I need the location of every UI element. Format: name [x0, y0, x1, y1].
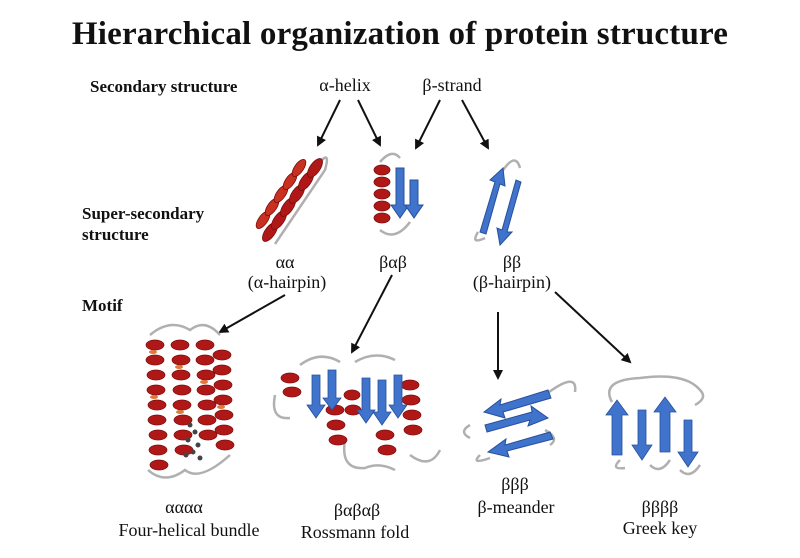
- rossmann-fold-label: Rossmann fold: [300, 522, 410, 542]
- beta-hairpin-structure: [473, 159, 522, 247]
- greek-key-structure: [605, 375, 705, 476]
- level-label-motif: Motif: [82, 296, 123, 315]
- arrow-alpha-to-bab: [357, 99, 381, 147]
- four-helical-bundle-symbol: αααα: [165, 497, 203, 517]
- four-helical-bundle-structure: [145, 323, 235, 479]
- level-label-secondary: Secondary structure: [90, 77, 238, 96]
- level-label-supersecondary-1: Super-secondary: [82, 204, 205, 223]
- beta-meander-label: β-meander: [477, 497, 555, 517]
- alpha-alpha-symbol: αα: [275, 252, 295, 272]
- arrow-beta-to-bab: [415, 99, 441, 150]
- beta-alpha-beta-structure: [373, 152, 424, 236]
- arrow-beta-to-bb: [461, 99, 489, 150]
- beta-beta-symbol: ββ: [502, 252, 522, 272]
- arrow-bb-to-greekkey: [554, 291, 632, 364]
- beta-alpha-beta-symbol: βαβ: [379, 252, 407, 272]
- rossmann-fold-symbol: βαβαβ: [333, 500, 381, 520]
- level-label-supersecondary-2: structure: [82, 225, 149, 244]
- beta-strand-label: β-strand: [422, 75, 482, 95]
- greek-key-symbol: ββββ: [641, 497, 679, 517]
- alpha-helix-label: α-helix: [319, 75, 371, 95]
- arrow-alpha-to-aa: [317, 99, 341, 147]
- beta-meander-symbol: βββ: [501, 474, 529, 494]
- alpha-hairpin-structure: [255, 156, 329, 245]
- arrow-aa-to-bundle: [218, 294, 286, 333]
- rossmann-fold-structure: [272, 354, 442, 472]
- beta-meander-structure: [462, 380, 577, 463]
- diagram-title: Hierarchical organization of protein str…: [71, 16, 729, 52]
- arrow-bab-to-rossmann: [351, 274, 393, 354]
- alpha-hairpin-label: (α-hairpin): [247, 272, 327, 292]
- beta-hairpin-label: (β-hairpin): [472, 272, 552, 292]
- four-helical-bundle-label: Four-helical bundle: [118, 520, 260, 540]
- greek-key-label: Greek key: [622, 518, 698, 538]
